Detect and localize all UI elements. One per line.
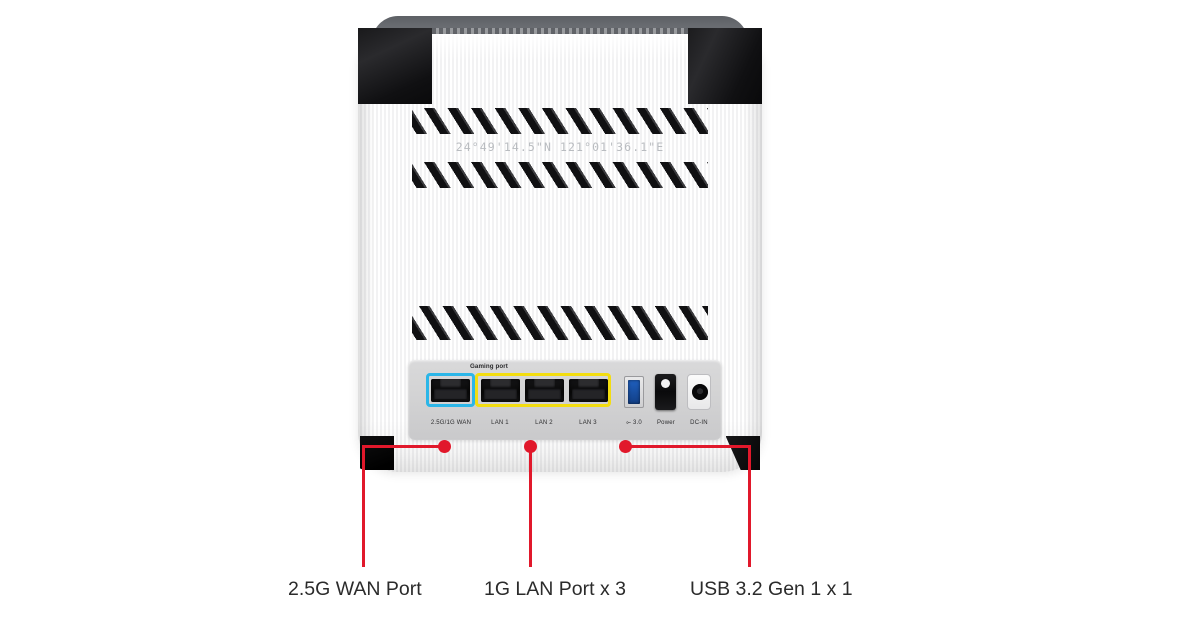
callout-2-caption: 1G LAN Port x 3 [484,578,626,600]
callout-1-dot [438,440,451,453]
callout-3-vertical-line [748,445,751,567]
callout-3-horizontal-line [625,445,751,448]
router-vent-slashes-upper [412,108,708,134]
callout-2-dot [524,440,537,453]
wan-port-highlight-frame [426,373,475,407]
ethernet-port-wan[interactable] [431,379,470,402]
port-label-wan: 2.5G/1G WAN [430,420,472,426]
callout-1-horizontal-line [362,445,446,448]
usb-port[interactable] [624,376,644,408]
rear-port-panel: Gaming port 2.5G/1G WAN LAN 1 LAN 2 LAN … [408,360,722,440]
port-label-dcin: DC-IN [690,420,708,426]
port-label-power: Power [656,420,675,426]
ethernet-port-lan-1[interactable] [481,379,520,402]
power-button[interactable] [655,374,676,410]
port-label-usb: ⟜ 3.0 [626,420,642,426]
callout-1-vertical-line [362,445,365,567]
port-label-lan-3: LAN 3 [579,420,597,426]
lan-ports-highlight-frame [475,373,611,407]
callout-1-caption: 2.5G WAN Port [288,578,422,600]
router-vent-slashes-middle [412,162,708,188]
dc-in-jack[interactable] [687,374,711,410]
callout-2-vertical-line [529,445,532,567]
gaming-port-label: Gaming port [470,363,508,370]
port-label-lan-1: LAN 1 [491,420,509,426]
callout-3-dot [619,440,632,453]
callout-3-caption: USB 3.2 Gen 1 x 1 [690,578,853,600]
router-vent-slashes-lower [412,306,708,340]
port-label-lan-2: LAN 2 [535,420,553,426]
router-gps-coordinates-text: 24°49'14.5"N 121°01'36.1"E [455,140,665,154]
ethernet-port-lan-2[interactable] [525,379,564,402]
ethernet-port-lan-3[interactable] [569,379,608,402]
